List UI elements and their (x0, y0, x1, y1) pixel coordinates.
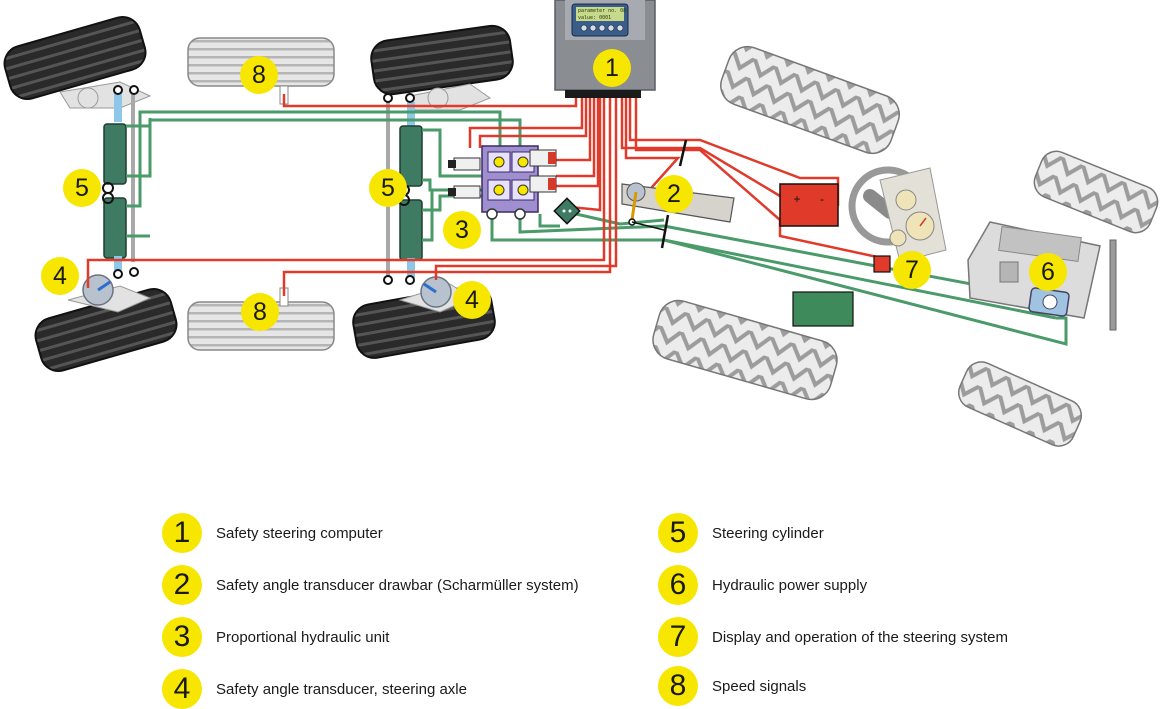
legend-label-6: Hydraulic power supply (712, 576, 868, 594)
legend-item-5: 5 Steering cylinder (658, 513, 824, 553)
trailer-left-rear-tire-top (3, 16, 147, 100)
svg-text:7: 7 (905, 256, 919, 284)
legend-badge-3: 3 (162, 617, 202, 657)
legend-item-3: 3 Proportional hydraulic unit (162, 617, 389, 657)
kingpin-assembly (59, 81, 492, 313)
battery: + - (779, 183, 839, 227)
tractor-rear-tire-bottom (652, 299, 838, 401)
lcd-keypad (580, 24, 624, 32)
badge-2: 2 (655, 175, 693, 213)
svg-text:5: 5 (75, 174, 89, 202)
safety-steering-computer: parameter no. 08 value: 0001 (554, 0, 656, 98)
badge-6: 6 (1029, 253, 1067, 291)
badge-1: 1 (593, 49, 631, 87)
lcd-line-1: parameter no. 08 (578, 8, 626, 14)
trailer-left-front-tire-top (370, 24, 514, 96)
legend-badge-6: 6 (658, 565, 698, 605)
legend-label-2: Safety angle transducer drawbar (Scharmü… (216, 576, 579, 594)
battery-plus: + (793, 192, 800, 206)
svg-text:4: 4 (53, 262, 67, 290)
lcd-line-2: value: 0001 (578, 15, 611, 21)
legend-label-8: Speed signals (712, 677, 807, 695)
legend-badge-1: 1 (162, 513, 202, 553)
steering-system-diagram: parameter no. 08 value: 0001 (3, 0, 1159, 447)
hydraulic-filter (553, 197, 581, 225)
legend-label-5: Steering cylinder (712, 524, 824, 542)
svg-text:1: 1 (605, 54, 619, 82)
hydraulic-lines (126, 110, 1068, 346)
legend-label-7: Display and operation of the steering sy… (712, 628, 1008, 646)
badge-4-left: 4 (41, 257, 79, 295)
badge-4-right: 4 (453, 281, 491, 319)
tractor-front-tire-top (1033, 150, 1159, 234)
tractor-rear-tire-top (720, 45, 900, 155)
legend-item-1: 1 Safety steering computer (162, 513, 383, 553)
legend-item-8: 8 Speed signals (658, 666, 806, 706)
battery-minus: - (820, 192, 824, 206)
svg-text:8: 8 (253, 298, 267, 326)
hydraulic-pump (1028, 287, 1070, 317)
legend-badge-4: 4 (162, 669, 202, 709)
badge-3: 3 (443, 211, 481, 249)
legend-label-4: Safety angle transducer, steering axle (216, 680, 467, 698)
legend-item-2: 2 Safety angle transducer drawbar (Schar… (162, 565, 579, 605)
svg-text:4: 4 (465, 286, 479, 314)
legend-badge-7: 7 (658, 617, 698, 657)
badge-8-top: 8 (240, 56, 278, 94)
legend-label-3: Proportional hydraulic unit (216, 628, 390, 646)
electric-wires (86, 94, 883, 296)
dashboard-gauges (879, 167, 947, 263)
proportional-hydraulic-unit (448, 145, 557, 220)
angle-transducer-axle-left (82, 274, 114, 306)
svg-text:8: 8 (252, 61, 266, 89)
legend-item-7: 7 Display and operation of the steering … (658, 617, 1008, 657)
steering-display-unit (873, 255, 891, 273)
svg-text:3: 3 (455, 216, 469, 244)
badge-8-bottom: 8 (241, 293, 279, 331)
tie-rods (131, 88, 390, 278)
badge-5-right: 5 (369, 169, 407, 207)
svg-text:5: 5 (381, 174, 395, 202)
legend-badge-2: 2 (162, 565, 202, 605)
svg-text:2: 2 (667, 180, 681, 208)
svg-text:6: 6 (1041, 258, 1055, 286)
tractor-front-tire-bottom (957, 361, 1083, 447)
legend-badge-8: 8 (658, 666, 698, 706)
legend-item-4: 4 Safety angle transducer, steering axle (162, 669, 467, 709)
hydraulic-tank (792, 291, 854, 327)
steering-cylinder-left (102, 85, 139, 279)
legend-badge-5: 5 (658, 513, 698, 553)
angle-transducer-axle-right (420, 276, 452, 308)
badge-7: 7 (893, 251, 931, 289)
legend-item-6: 6 Hydraulic power supply (658, 565, 867, 605)
legend-label-1: Safety steering computer (216, 524, 383, 542)
badge-5-left: 5 (63, 169, 101, 207)
